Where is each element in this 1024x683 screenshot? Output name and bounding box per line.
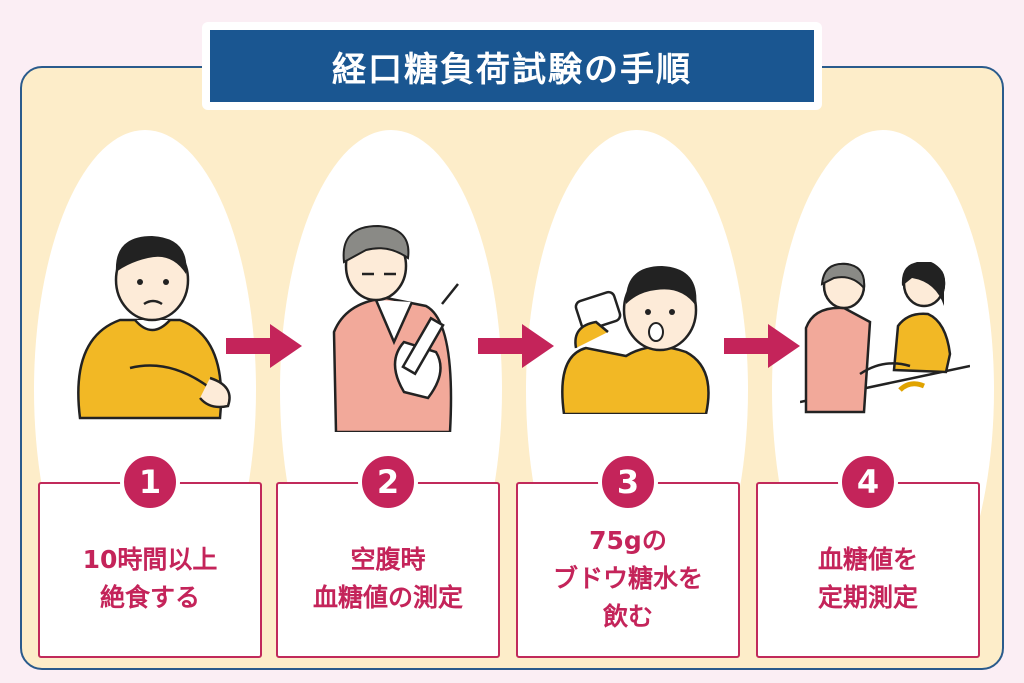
arrow-right-icon [724, 324, 800, 368]
arrow-right-icon [226, 324, 302, 368]
blood-draw-illustration [332, 224, 459, 432]
step-1-text: 10時間以上 絶食する [82, 545, 218, 612]
step-3-number: 3 [598, 452, 658, 512]
drinking-glucose-illustration [561, 266, 710, 414]
step-2-number: 2 [358, 452, 418, 512]
page-title: 経口糖負荷試験の手順 [210, 30, 814, 102]
step-1-number: 1 [120, 452, 180, 512]
periodic-measurement-illustration [800, 262, 970, 414]
fasting-person-illustration [77, 236, 231, 420]
step-2-text: 空腹時 血糖値の測定 [312, 545, 463, 612]
title-banner: 経口糖負荷試験の手順 [202, 22, 822, 110]
step-4-text: 血糖値を 定期測定 [817, 545, 918, 612]
step-4-number: 4 [838, 452, 898, 512]
step-3-text: 75gの ブドウ糖水を 飲む [552, 526, 703, 631]
arrow-right-icon [478, 324, 554, 368]
